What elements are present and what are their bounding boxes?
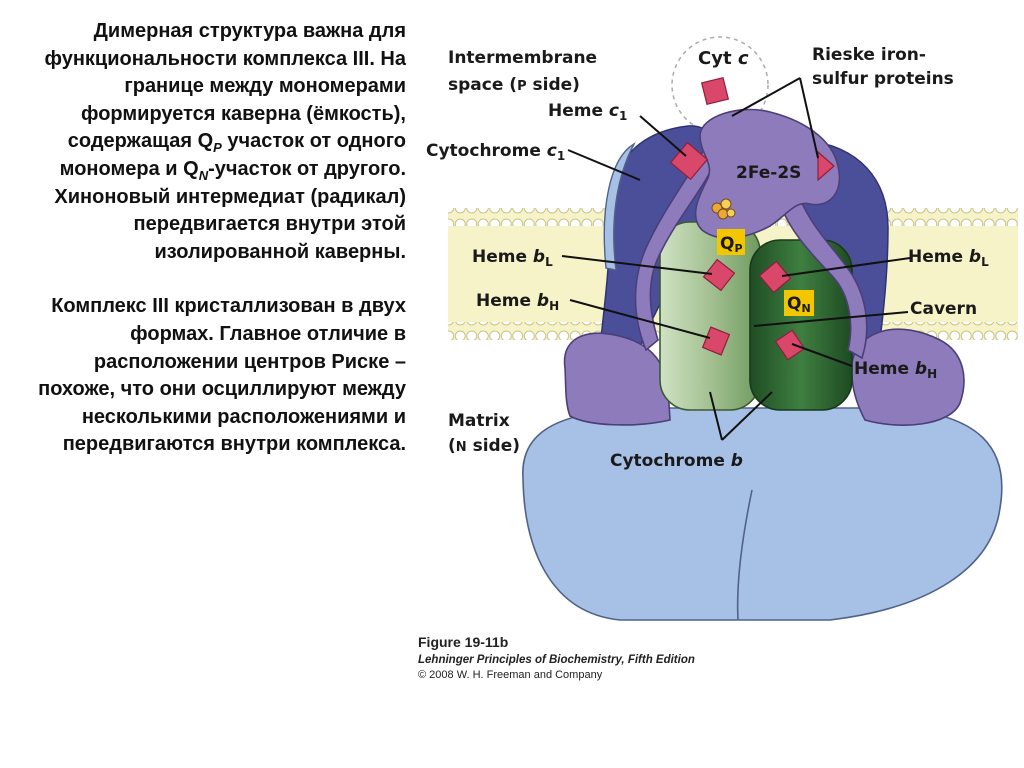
- fe2s-label: 2Fe-2S: [736, 163, 801, 183]
- matrix-label-line1: Matrix: [448, 411, 510, 431]
- heme-c1-label: Heme c1: [548, 101, 627, 123]
- heme-c1-right: [817, 150, 835, 182]
- heme-bl-left: [702, 258, 736, 292]
- matrix-domain: [522, 407, 1003, 621]
- rieske-arm-left: [634, 133, 719, 352]
- description-text: Димерная структура важна для функциональ…: [14, 18, 406, 459]
- cytochrome-c1-label: Cytochrome c1: [426, 141, 565, 163]
- rieske-label-line1: Rieske iron-: [812, 45, 926, 65]
- p1-sub-p: P: [213, 140, 222, 156]
- intermembrane-label-line1: Intermembrane: [448, 48, 597, 68]
- matrix-label-line2: (N side): [448, 436, 520, 456]
- cyt-c-heme: [700, 76, 730, 106]
- p1-part-a: Димерная структура важна для функциональ…: [44, 20, 406, 153]
- figure-caption: Figure 19-11b Lehninger Principles of Bi…: [418, 634, 695, 681]
- intermembrane-label-line2: space (P side): [448, 75, 580, 95]
- rieske-lower-right: [850, 328, 965, 426]
- qn-label-box: [784, 290, 814, 316]
- complex-iii-diagram: QP QN Intermembrane space (P side) Cyt c…: [426, 36, 1018, 621]
- heme-bh-right: [774, 329, 806, 361]
- heme-bl-right-label: Heme bL: [908, 247, 989, 269]
- heme-bl-right: [758, 260, 792, 294]
- cyt-c-label: Cyt c: [698, 48, 749, 69]
- leader-lines: [561, 77, 911, 441]
- cavern-label: Cavern: [910, 299, 977, 319]
- rieske-label-line2: sulfur proteins: [812, 69, 954, 89]
- cytochrome-b-label: Cytochrome b: [610, 451, 743, 471]
- rieske-arm-right: [779, 186, 868, 360]
- p1-sub-n: N: [198, 167, 209, 183]
- light-blue-lobe: [603, 142, 636, 271]
- paragraph-dimer: Димерная структура важна для функциональ…: [14, 18, 406, 266]
- qn-label: QN: [787, 294, 811, 315]
- figure-number: Figure 19-11b: [418, 634, 509, 650]
- paragraph-crystal: Комплекс III кристаллизован в двух форма…: [38, 295, 406, 456]
- p1-part-c: -участок от другого. Хиноновый интермеди…: [54, 157, 406, 263]
- figure-copyright: © 2008 W. H. Freeman and Company: [418, 669, 603, 681]
- qp-label-box: [717, 229, 745, 255]
- heme-bh-right-label: Heme bH: [854, 359, 937, 381]
- heme-bh-left-label: Heme bH: [476, 291, 559, 313]
- p1-part-b: участок от одного мономера и Q: [59, 130, 406, 180]
- heme-bl-left-label: Heme bL: [472, 247, 553, 269]
- figure-source: Lehninger Principles of Biochemistry, Fi…: [418, 654, 695, 666]
- rieske-lower-left: [563, 332, 671, 426]
- fe2s-cluster-icon: [711, 198, 736, 220]
- qp-label: QP: [720, 234, 743, 255]
- rieske-upper: [694, 108, 841, 239]
